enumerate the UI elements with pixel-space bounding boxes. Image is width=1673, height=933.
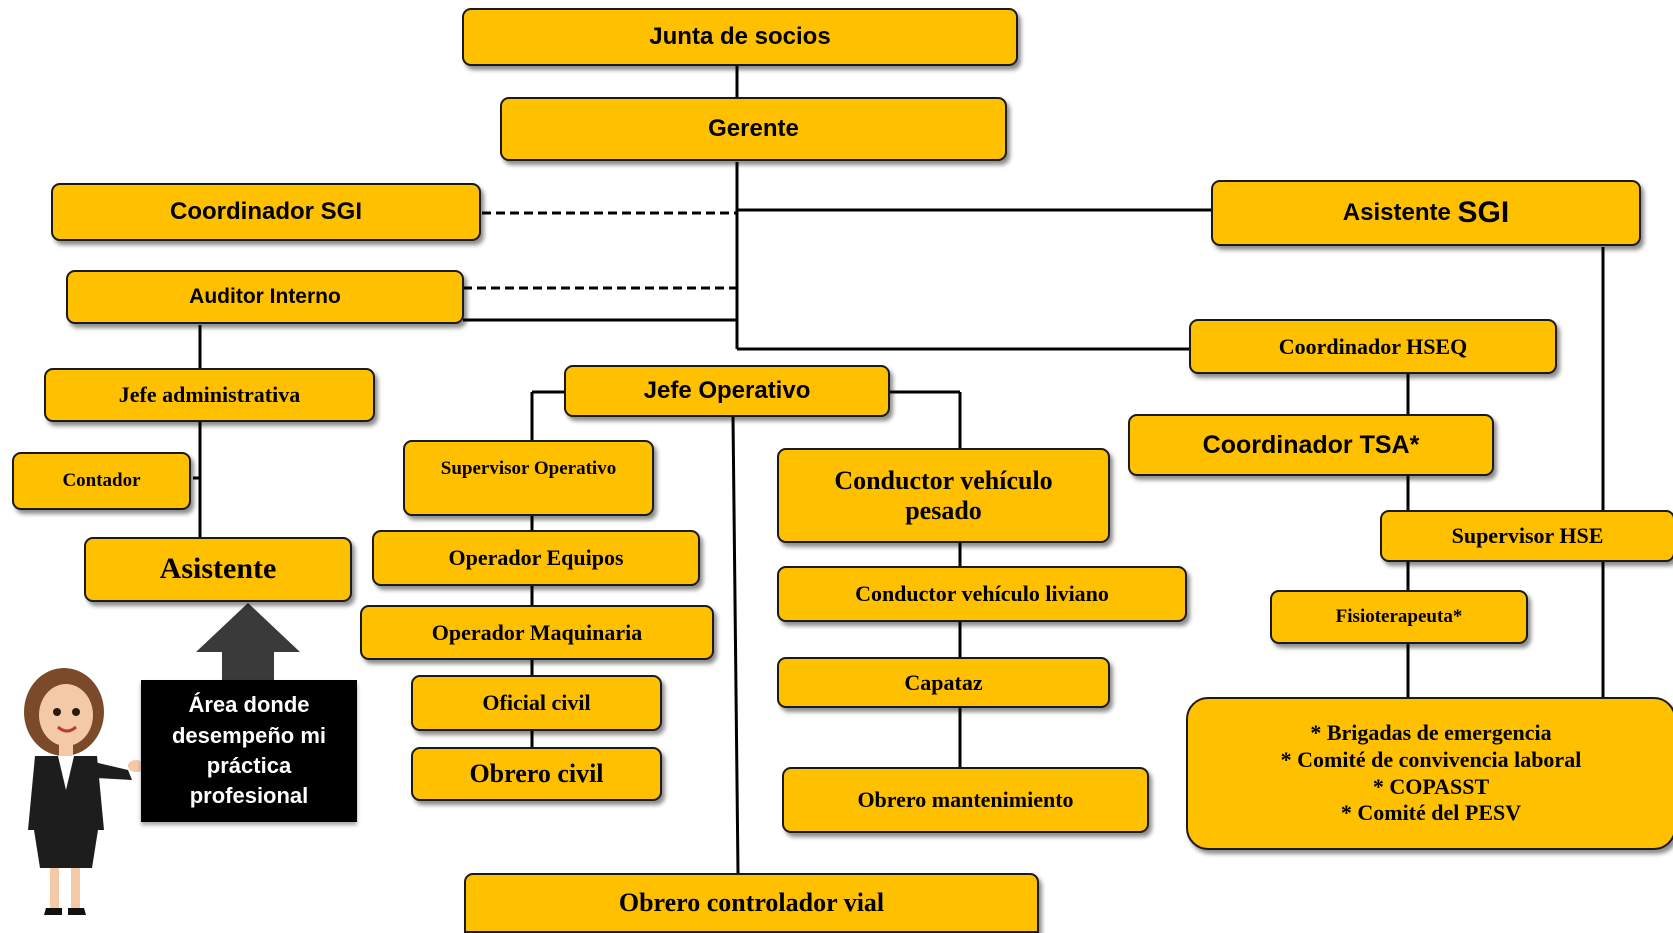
node-committees: * Brigadas de emergencia * Comité de con… bbox=[1186, 697, 1673, 850]
node-coordinador-sgi: Coordinador SGI bbox=[51, 183, 481, 241]
node-jefe-operativo: Jefe Operativo bbox=[564, 365, 890, 417]
up-arrow-icon bbox=[196, 603, 300, 680]
node-coordinador-tsa: Coordinador TSA* bbox=[1128, 414, 1494, 476]
committee-item: * Comité de convivencia laboral bbox=[1280, 746, 1582, 772]
node-obrero-mantenimiento: Obrero mantenimiento bbox=[782, 767, 1149, 833]
committee-item: * Brigadas de emergencia bbox=[1310, 719, 1552, 745]
node-conductor-vehiculo-liviano: Conductor vehículo liviano bbox=[777, 566, 1187, 622]
node-obrero-civil: Obrero civil bbox=[411, 747, 662, 801]
node-gerente: Gerente bbox=[500, 97, 1007, 161]
woman-illustration-icon bbox=[24, 668, 144, 915]
node-coordinador-hseq: Coordinador HSEQ bbox=[1189, 319, 1557, 374]
committee-item: * COPASST bbox=[1372, 773, 1490, 799]
node-fisioterapeuta: Fisioterapeuta* bbox=[1270, 590, 1528, 644]
node-contador: Contador bbox=[12, 452, 191, 510]
node-junta-de-socios: Junta de socios bbox=[462, 8, 1018, 66]
connector-op-vial bbox=[731, 416, 740, 874]
node-conductor-vehiculo-pesado: Conductor vehículo pesado bbox=[777, 448, 1110, 543]
node-supervisor-hse: Supervisor HSE bbox=[1380, 510, 1673, 562]
committee-item: * Comité del PESV bbox=[1340, 800, 1522, 826]
node-oficial-civil: Oficial civil bbox=[411, 675, 662, 731]
node-asistente: Asistente bbox=[84, 537, 352, 602]
node-obrero-controlador-vial: Obrero controlador vial bbox=[464, 873, 1039, 933]
node-supervisor-operativo: Supervisor Operativo bbox=[403, 440, 654, 516]
callout-practice-area: Área donde desempeño mi práctica profesi… bbox=[141, 680, 357, 822]
node-capataz: Capataz bbox=[777, 657, 1110, 708]
node-asistente-sgi: Asistente SGI bbox=[1211, 180, 1641, 246]
node-auditor-interno: Auditor Interno bbox=[66, 270, 464, 324]
node-operador-equipos: Operador Equipos bbox=[372, 530, 700, 586]
node-operador-maquinaria: Operador Maquinaria bbox=[360, 605, 714, 660]
node-jefe-administrativa: Jefe administrativa bbox=[44, 368, 375, 422]
